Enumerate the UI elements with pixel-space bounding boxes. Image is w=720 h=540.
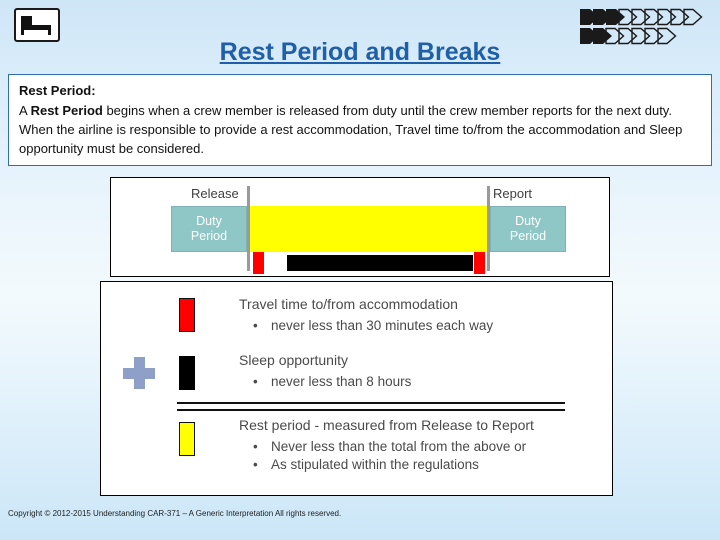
- rest-period-bullet-1: • Never less than the total from the abov…: [253, 439, 526, 454]
- travel-time-bullet: • never less than 30 minutes each way: [253, 318, 493, 333]
- bed-icon: [14, 8, 60, 42]
- plus-icon-vertical: [134, 357, 145, 389]
- timeline-report-marker: [487, 186, 490, 271]
- sleep-opportunity-bar: [287, 255, 473, 271]
- duty-period-left-line1: Duty: [196, 214, 222, 228]
- sleep-opportunity-title: Sleep opportunity: [239, 352, 348, 368]
- timeline-report-label: Report: [493, 186, 533, 201]
- copyright-footer: Copyright © 2012-2015 Understanding CAR-…: [8, 509, 342, 518]
- legend-panel: Travel time to/from accommodation • never…: [100, 281, 613, 496]
- bed-pillow: [21, 16, 32, 25]
- bullet-glyph: •: [253, 439, 258, 454]
- duty-period-right-line2: Period: [509, 229, 547, 243]
- sleep-opportunity-bullet: • never less than 8 hours: [253, 374, 411, 389]
- rest-period-swatch: [179, 422, 195, 456]
- travel-time-bar-outbound: [253, 252, 264, 274]
- rest-period-bullet-1-text: Never less than the total from the above…: [271, 439, 527, 454]
- bed-mattress: [21, 25, 51, 30]
- duty-period-left-line2: Period: [190, 229, 228, 243]
- chevron-arrows-icon: [580, 8, 710, 46]
- bed-leg-right: [48, 25, 51, 35]
- timeline-release-label: Release: [191, 186, 239, 201]
- rest-period-bullet-2: • As stipulated within the regulations: [253, 457, 479, 472]
- rest-period-bar: [250, 206, 487, 252]
- intro-prefix: A: [19, 103, 31, 119]
- rest-period-label: Rest Period:: [19, 83, 96, 98]
- timeline-release-marker: [247, 186, 250, 271]
- legend-divider-lower: [177, 409, 565, 411]
- rest-period-bullet-2-text: As stipulated within the regulations: [271, 457, 479, 472]
- bullet-glyph: •: [253, 374, 258, 389]
- duty-period-block-left: Duty Period: [171, 206, 247, 252]
- plus-icon: [123, 357, 155, 389]
- intro-bold-term: Rest Period: [30, 103, 103, 119]
- travel-time-bar-return: [474, 252, 485, 274]
- sleep-opportunity-bullet-text: never less than 8 hours: [271, 374, 412, 389]
- sleep-opportunity-swatch: [179, 356, 195, 390]
- travel-time-title: Travel time to/from accommodation: [239, 296, 458, 312]
- page-title: Rest Period and Breaks: [219, 38, 501, 66]
- bed-glyph: [21, 16, 53, 35]
- bullet-glyph: •: [253, 457, 258, 472]
- travel-time-swatch: [179, 298, 195, 332]
- intro-remainder: begins when a crew member is released fr…: [19, 103, 683, 156]
- travel-time-bullet-text: never less than 30 minutes each way: [271, 318, 494, 333]
- bed-leg-left: [21, 30, 24, 35]
- legend-divider-upper: [177, 402, 565, 404]
- rest-period-intro-box: Rest Period: A Rest Period begins when a…: [8, 74, 712, 166]
- bullet-glyph: •: [253, 318, 258, 333]
- duty-period-right-line1: Duty: [515, 214, 541, 228]
- duty-period-block-right: Duty Period: [490, 206, 566, 252]
- rest-period-title: Rest period - measured from Release to R…: [239, 417, 534, 433]
- rest-period-description: A Rest Period begins when a crew member …: [19, 102, 701, 159]
- timeline-diagram: Release Report Duty Period Duty Period: [110, 177, 610, 277]
